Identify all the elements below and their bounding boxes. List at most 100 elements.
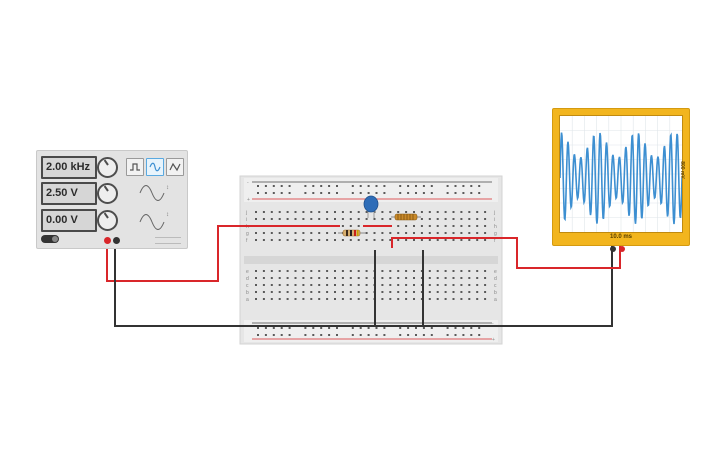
breadboard-hole[interactable]	[357, 277, 360, 279]
breadboard-hole[interactable]	[334, 284, 336, 286]
breadboard-hole[interactable]	[413, 298, 415, 300]
breadboard-hole[interactable]	[446, 185, 449, 187]
breadboard-hole[interactable]	[375, 327, 378, 329]
breadboard-hole[interactable]	[310, 291, 313, 293]
breadboard-hole[interactable]	[326, 277, 329, 279]
breadboard-hole[interactable]	[476, 270, 479, 272]
breadboard-hole[interactable]	[413, 270, 415, 272]
breadboard-hole[interactable]	[484, 277, 487, 279]
breadboard-hole[interactable]	[334, 291, 336, 293]
breadboard-hole[interactable]	[452, 225, 455, 227]
breadboard-hole[interactable]	[428, 211, 431, 213]
breadboard-hole[interactable]	[476, 298, 479, 300]
breadboard-hole[interactable]	[294, 270, 297, 272]
breadboard-hole[interactable]	[460, 277, 463, 279]
breadboard-hole[interactable]	[462, 334, 465, 336]
breadboard-hole[interactable]	[383, 327, 386, 329]
breadboard-hole[interactable]	[476, 239, 479, 241]
breadboard-hole[interactable]	[365, 239, 368, 241]
triangle-wave-button[interactable]	[166, 158, 184, 176]
breadboard-hole[interactable]	[389, 277, 392, 279]
breadboard-hole[interactable]	[341, 277, 344, 279]
breadboard-hole[interactable]	[359, 334, 362, 336]
breadboard-hole[interactable]	[397, 298, 400, 300]
breadboard-hole[interactable]	[318, 218, 321, 220]
breadboard-hole[interactable]	[405, 270, 408, 272]
breadboard-hole[interactable]	[420, 270, 423, 272]
breadboard-hole[interactable]	[365, 232, 368, 234]
breadboard-hole[interactable]	[420, 225, 423, 227]
breadboard-hole[interactable]	[294, 291, 297, 293]
breadboard-hole[interactable]	[310, 270, 313, 272]
positive-terminal[interactable]	[104, 237, 111, 244]
breadboard-hole[interactable]	[286, 298, 289, 300]
breadboard-hole[interactable]	[381, 239, 384, 241]
breadboard-hole[interactable]	[272, 192, 275, 194]
breadboard-hole[interactable]	[468, 225, 471, 227]
breadboard-hole[interactable]	[312, 185, 315, 187]
breadboard-hole[interactable]	[367, 327, 370, 329]
breadboard-hole[interactable]	[264, 185, 267, 187]
breadboard-hole[interactable]	[420, 239, 423, 241]
breadboard-hole[interactable]	[288, 327, 291, 329]
breadboard-hole[interactable]	[484, 284, 487, 286]
breadboard-hole[interactable]	[468, 284, 471, 286]
breadboard-hole[interactable]	[286, 239, 289, 241]
breadboard-hole[interactable]	[318, 232, 321, 234]
breadboard-hole[interactable]	[484, 291, 487, 293]
breadboard-hole[interactable]	[318, 211, 321, 213]
breadboard-hole[interactable]	[397, 211, 400, 213]
breadboard-hole[interactable]	[407, 334, 410, 336]
square-wave-button[interactable]	[126, 158, 144, 176]
breadboard-hole[interactable]	[476, 232, 479, 234]
breadboard-hole[interactable]	[436, 232, 439, 234]
breadboard-hole[interactable]	[302, 298, 305, 300]
breadboard-hole[interactable]	[468, 298, 471, 300]
breadboard-hole[interactable]	[436, 211, 439, 213]
breadboard-hole[interactable]	[397, 291, 400, 293]
breadboard-hole[interactable]	[262, 239, 265, 241]
breadboard-hole[interactable]	[262, 277, 265, 279]
breadboard-hole[interactable]	[357, 211, 360, 213]
breadboard-hole[interactable]	[365, 284, 368, 286]
breadboard-hole[interactable]	[381, 270, 384, 272]
scope-negative-terminal[interactable]	[610, 246, 616, 252]
breadboard-hole[interactable]	[272, 185, 275, 187]
breadboard-hole[interactable]	[430, 327, 433, 329]
breadboard-hole[interactable]	[399, 334, 402, 336]
breadboard-hole[interactable]	[294, 218, 297, 220]
breadboard-hole[interactable]	[310, 211, 313, 213]
wire-black-ground[interactable]	[114, 241, 613, 327]
breadboard-hole[interactable]	[262, 211, 265, 213]
breadboard-hole[interactable]	[357, 239, 360, 241]
breadboard-hole[interactable]	[478, 334, 481, 336]
breadboard-hole[interactable]	[413, 291, 415, 293]
inductor[interactable]	[391, 213, 421, 221]
breadboard-hole[interactable]	[484, 270, 487, 272]
breadboard-hole[interactable]	[476, 284, 479, 286]
breadboard-hole[interactable]	[428, 277, 431, 279]
breadboard-hole[interactable]	[420, 291, 423, 293]
breadboard-hole[interactable]	[381, 284, 384, 286]
breadboard-hole[interactable]	[270, 284, 273, 286]
breadboard-hole[interactable]	[454, 327, 457, 329]
breadboard-hole[interactable]	[270, 277, 273, 279]
breadboard-hole[interactable]	[397, 232, 400, 234]
breadboard-hole[interactable]	[359, 185, 362, 187]
breadboard-hole[interactable]	[405, 298, 408, 300]
breadboard-hole[interactable]	[341, 291, 344, 293]
breadboard-hole[interactable]	[383, 334, 386, 336]
breadboard-hole[interactable]	[383, 185, 386, 187]
breadboard-hole[interactable]	[302, 284, 305, 286]
breadboard-hole[interactable]	[476, 211, 479, 213]
breadboard-hole[interactable]	[255, 277, 257, 279]
breadboard-hole[interactable]	[326, 239, 329, 241]
breadboard-hole[interactable]	[422, 334, 425, 336]
breadboard-hole[interactable]	[389, 284, 392, 286]
breadboard-hole[interactable]	[478, 192, 481, 194]
breadboard-hole[interactable]	[420, 277, 423, 279]
breadboard-hole[interactable]	[270, 298, 273, 300]
breadboard-hole[interactable]	[304, 334, 307, 336]
breadboard-hole[interactable]	[302, 232, 305, 234]
breadboard-hole[interactable]	[452, 291, 455, 293]
